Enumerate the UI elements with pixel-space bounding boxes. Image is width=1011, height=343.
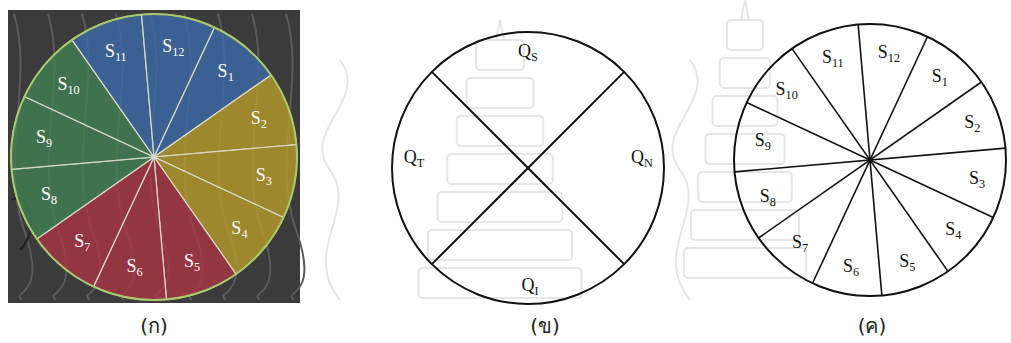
sector-label: S12 — [162, 37, 184, 57]
quadrant-label: QT — [404, 148, 424, 168]
colored-sector — [72, 15, 154, 157]
sector-label: S10 — [776, 80, 798, 100]
sector-label: S9 — [36, 128, 52, 148]
colored-sector — [154, 157, 236, 299]
sector-circle — [734, 24, 1006, 296]
sector-label: S6 — [843, 257, 859, 277]
sector-label: S2 — [964, 113, 980, 133]
quadrant-label: QN — [631, 148, 653, 168]
sector-label: S2 — [251, 109, 267, 129]
colored-sector — [142, 14, 215, 157]
sector-label: S10 — [57, 75, 79, 95]
quadrant-circle — [392, 32, 664, 304]
sector-label: S7 — [792, 233, 808, 253]
panel-caption: (ข) — [530, 315, 560, 337]
sector-label: S1 — [932, 67, 948, 87]
colored-sector — [12, 157, 154, 239]
sector-label: S6 — [127, 257, 143, 277]
quadrant-label: QI — [521, 276, 538, 296]
sector-label: S7 — [74, 233, 90, 253]
panel-caption: (ก) — [140, 315, 168, 337]
sector-label: S12 — [878, 43, 900, 63]
panel-caption: (ค) — [858, 315, 887, 337]
sector-label: S11 — [105, 42, 127, 62]
sector-label: S3 — [969, 169, 985, 189]
sector-label: S4 — [231, 219, 247, 239]
sector-label: S8 — [760, 187, 776, 207]
sector-label: S9 — [755, 131, 771, 151]
sector-label: S8 — [41, 185, 57, 205]
quadrant-label: QS — [518, 42, 538, 62]
sector-label: S5 — [899, 252, 915, 272]
sector-label: S11 — [822, 48, 844, 68]
photo-panel — [8, 10, 304, 303]
sector-label: S3 — [256, 166, 272, 186]
sector-label: S4 — [945, 220, 961, 240]
sector-label: S5 — [184, 252, 200, 272]
sector-label: S1 — [218, 62, 234, 82]
